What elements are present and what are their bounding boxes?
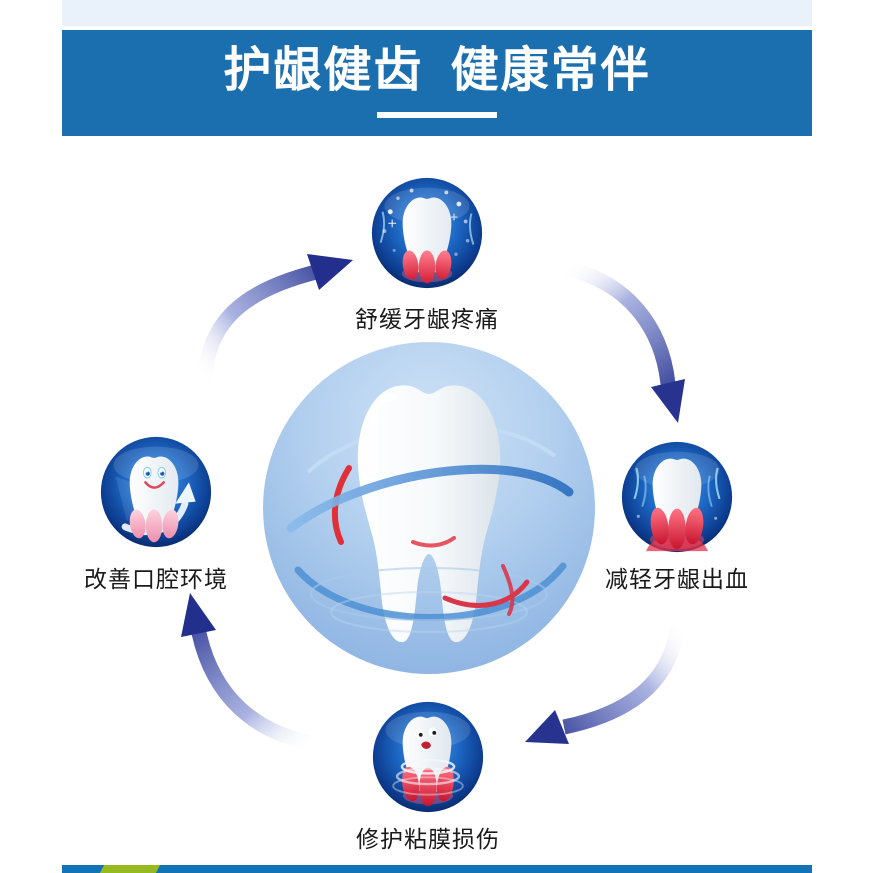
footer-green-accent [99, 865, 161, 873]
footer-strip [62, 865, 812, 873]
happy-tooth-arrow-icon [100, 436, 212, 548]
arrow-right-to-bottom [525, 621, 686, 744]
tooth-sparkle-icon [371, 177, 483, 289]
page-title: 护龈健齿 健康常伴 [223, 44, 651, 97]
feature-label-reduce-gum-bleeding: 减轻牙龈出血 [605, 566, 749, 592]
top-strip [62, 0, 812, 26]
title-underline [377, 112, 497, 118]
feature-node-reduce-gum-bleeding [619, 439, 735, 555]
big-tooth-icon [286, 385, 574, 643]
feature-label-repair-mucosa-damage: 修护粘膜损伤 [356, 826, 500, 852]
tooth-bleeding-gums-icon [621, 441, 733, 553]
arrow-bottom-to-left [181, 593, 318, 752]
hurt-tooth-rings-icon [372, 701, 484, 813]
arrow-top-to-right [562, 260, 685, 423]
feature-node-soothe-gum-pain [369, 175, 485, 291]
feature-node-repair-mucosa-damage [370, 699, 486, 815]
header-banner: 护龈健齿 健康常伴 [62, 30, 812, 136]
feature-label-improve-oral-environment: 改善口腔环境 [84, 566, 228, 592]
center-tooth-medallion [263, 342, 595, 674]
feature-node-improve-oral-environment [98, 434, 214, 550]
feature-label-soothe-gum-pain: 舒缓牙龈疼痛 [355, 306, 499, 332]
